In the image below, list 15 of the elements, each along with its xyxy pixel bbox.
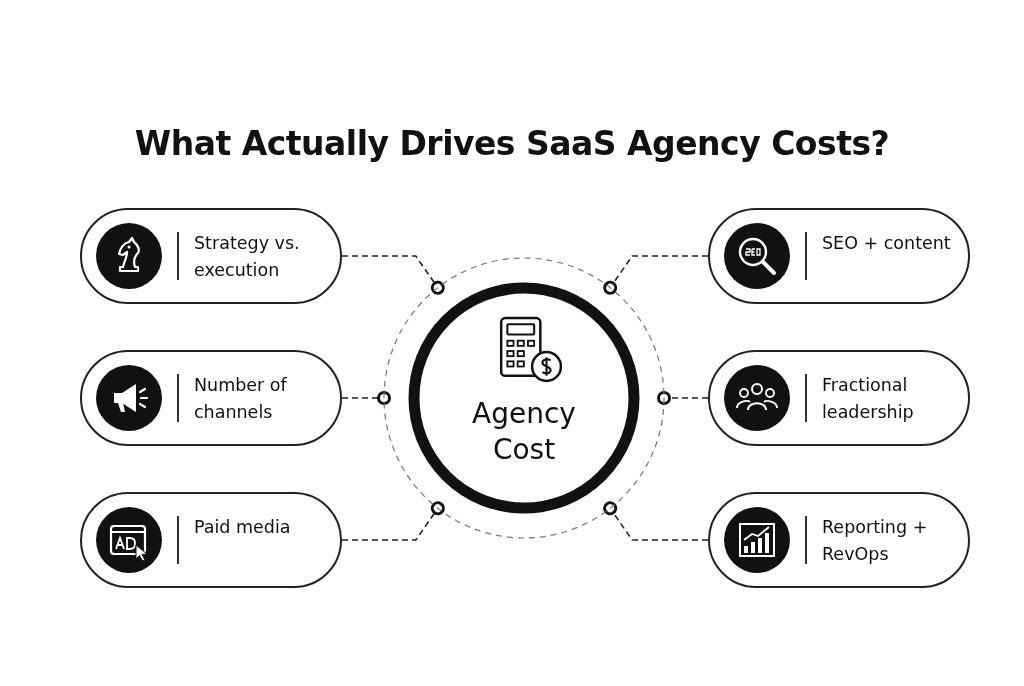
factor-label: Fractional leadership <box>822 374 915 424</box>
dashed-connector <box>603 255 709 295</box>
factor-label: Number of channels <box>194 374 288 424</box>
hub-circle <box>380 254 668 542</box>
dashed-connector <box>603 501 709 541</box>
factor-label: Paid media <box>194 516 292 539</box>
dashed-connector <box>341 255 445 295</box>
hub-label: Agency Cost <box>471 396 577 468</box>
factor-label: Reporting + RevOps <box>822 516 929 566</box>
factor-label: Strategy vs. execution <box>194 232 301 282</box>
title: What Actually Drives SaaS Agency Costs? <box>133 124 891 163</box>
dashed-connector <box>657 391 709 405</box>
dashed-connector <box>341 501 445 541</box>
dashed-connector <box>341 391 391 405</box>
factor-label: SEO + content <box>822 232 952 255</box>
